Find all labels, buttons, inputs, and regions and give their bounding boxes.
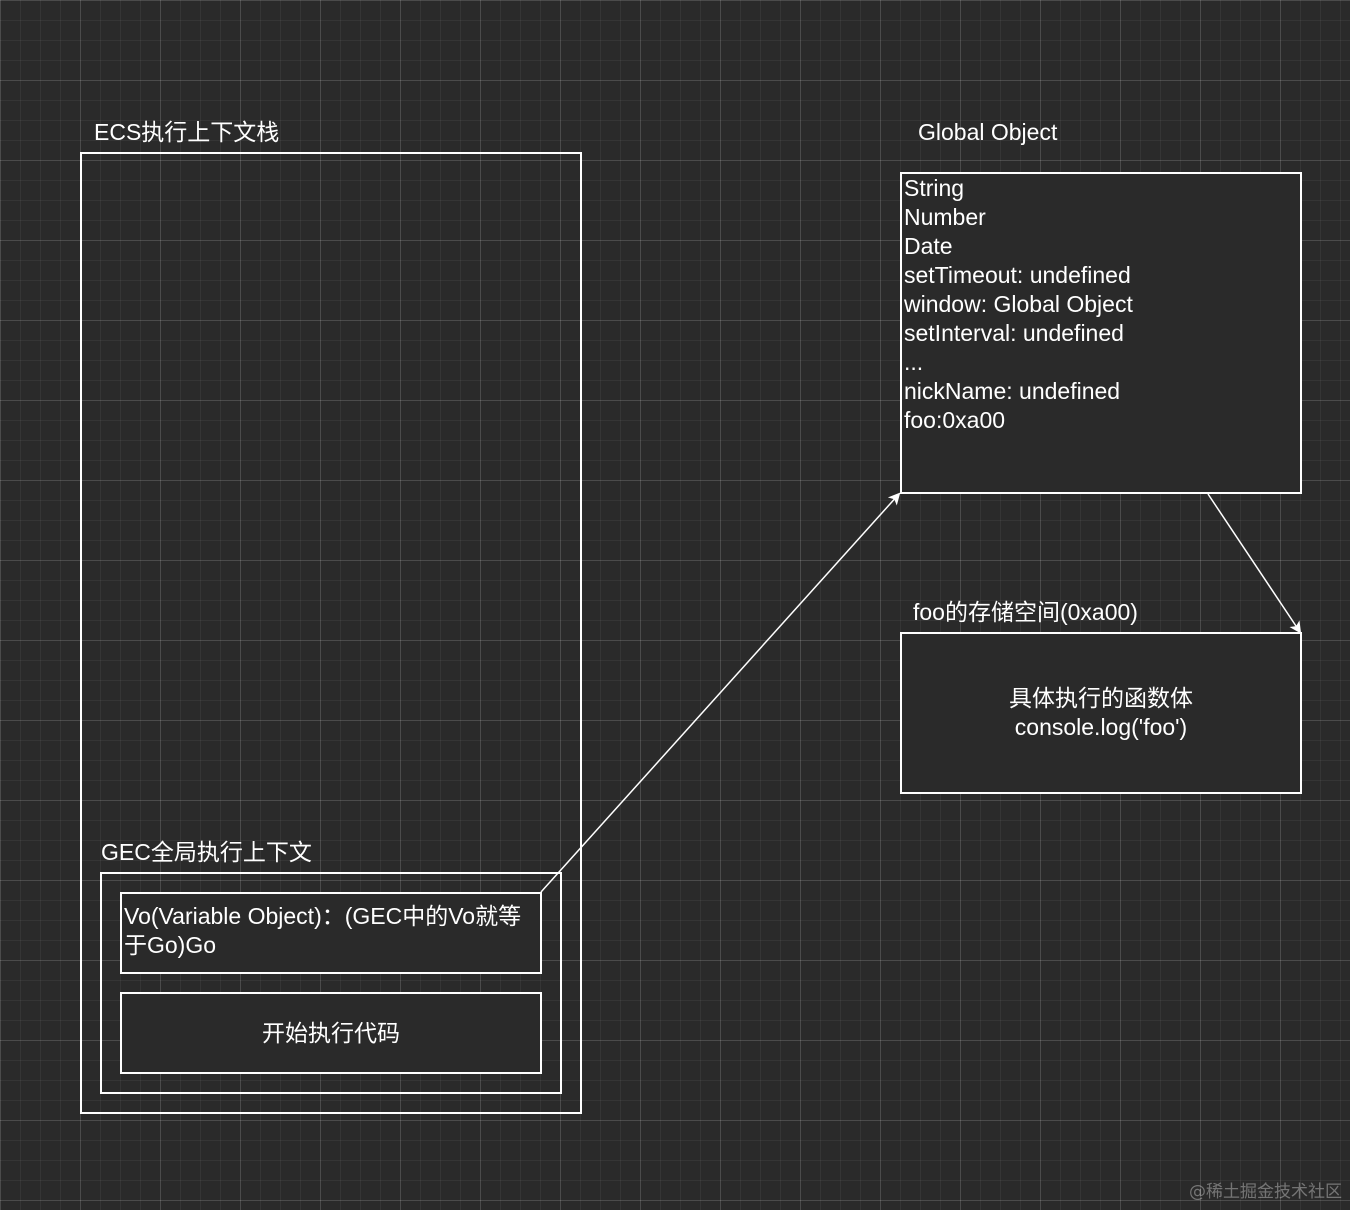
- foo-function-body-text: 具体执行的函数体: [1009, 685, 1193, 711]
- gec-title: GEC全局执行上下文: [101, 839, 312, 865]
- go-line-date: Date: [904, 233, 953, 259]
- go-line-nickname: nickName: undefined: [904, 378, 1121, 404]
- go-line-setinterval: setInterval: undefined: [904, 320, 1124, 346]
- ecs-stack-title: ECS执行上下文栈: [94, 119, 280, 145]
- go-line-window: window: Global Object: [904, 291, 1133, 317]
- go-line-ellipsis: ...: [904, 349, 924, 375]
- go-line-number: Number: [904, 204, 986, 230]
- go-line-foo: foo:0xa00: [904, 407, 1006, 433]
- go-line-string: String: [904, 175, 965, 201]
- watermark: @稀土掘金技术社区: [1189, 1182, 1342, 1202]
- foo-storage-box[interactable]: 具体执行的函数体 console.log('foo'): [900, 632, 1302, 794]
- global-object-title: Global Object: [918, 119, 1058, 145]
- vo-to-global-object-arrow: [540, 492, 901, 893]
- go-line-settimeout: setTimeout: undefined: [904, 262, 1131, 288]
- start-execution-box[interactable]: 开始执行代码: [120, 992, 542, 1074]
- foo-to-storage-arrow: [1207, 493, 1302, 634]
- gec-box[interactable]: [100, 872, 562, 1094]
- vo-box[interactable]: Vo(Variable Object)：(GEC中的Vo就等于Go)Go: [120, 892, 542, 974]
- foo-console-log-text: console.log('foo'): [1014, 714, 1188, 740]
- start-execution-text: 开始执行代码: [262, 1019, 400, 1046]
- global-object-box[interactable]: String Number Date setTimeout: undefined…: [900, 172, 1302, 494]
- vo-text: Vo(Variable Object)：(GEC中的Vo就等于Go)Go: [124, 903, 522, 958]
- foo-storage-title: foo的存储空间(0xa00): [913, 599, 1138, 625]
